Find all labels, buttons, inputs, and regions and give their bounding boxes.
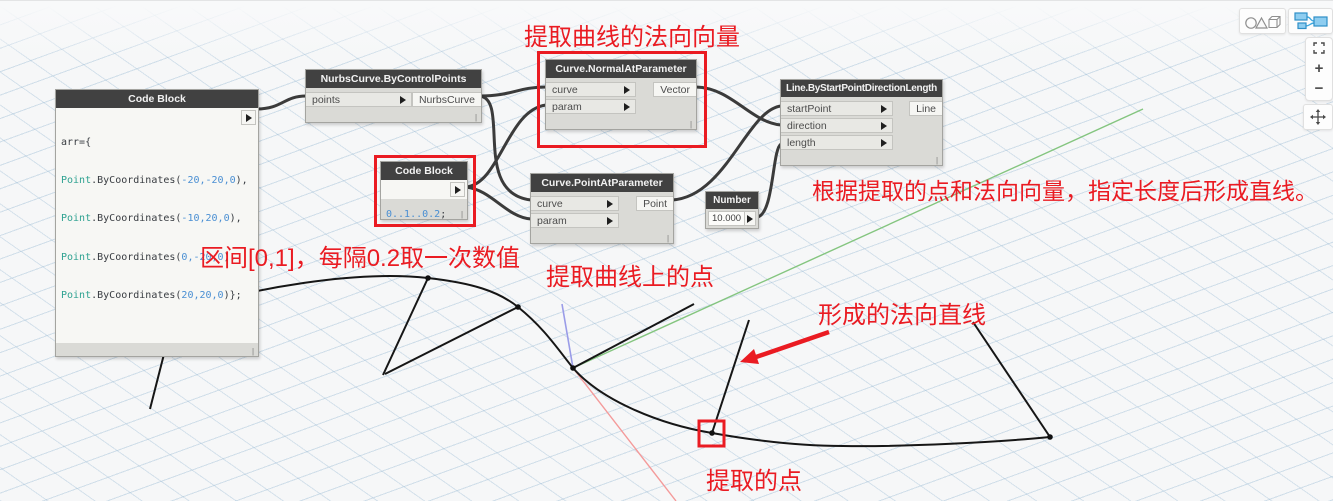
node-title: Line.ByStartPointDirectionLength: [781, 80, 942, 97]
port-chevron-icon: [607, 199, 613, 208]
node-title: NurbsCurve.ByControlPoints: [306, 70, 481, 88]
annotation-arrow-head: [740, 349, 759, 364]
annotation-extracted-point: 提取的点: [706, 468, 802, 495]
output-port[interactable]: [745, 211, 756, 226]
zoom-out-button[interactable]: −: [1314, 79, 1324, 97]
wire-codeblock2-to-point-param[interactable]: [464, 185, 533, 221]
annotation-line-rule: 根据提取的点和法向向量，指定长度后形成直线。: [812, 178, 1318, 204]
zoom-in-button[interactable]: +: [1314, 59, 1324, 77]
node-curve-pointatparameter[interactable]: Curve.PointAtParameter curve Point param…: [530, 173, 674, 244]
lacing-indicator: |: [689, 120, 692, 129]
normal-line-2: [384, 306, 519, 375]
input-port-length[interactable]: length: [781, 135, 893, 150]
node-graph-icon: [1293, 12, 1328, 30]
output-port[interactable]: [241, 110, 256, 125]
wire-nurbs-to-normal-curve[interactable]: [478, 85, 548, 98]
geometry-shapes-icon: [1244, 15, 1281, 29]
annotation-normal-vector: 提取曲线的法向向量: [524, 24, 740, 51]
port-chevron-icon: [245, 113, 252, 122]
wire-nurbs-to-point-curve[interactable]: [478, 94, 533, 202]
pan-button[interactable]: [1303, 104, 1333, 130]
normal-lines-preview: [149, 277, 1051, 438]
lacing-indicator: |: [460, 210, 463, 219]
node-line-bystartpointdirectionlength[interactable]: Line.ByStartPointDirectionLength startPo…: [780, 79, 943, 166]
input-port-curve[interactable]: curve: [531, 196, 619, 211]
node-title: Curve.NormalAtParameter: [546, 60, 696, 78]
annotation-normal-line: 形成的法向直线: [818, 302, 986, 329]
node-title: Number: [706, 192, 758, 209]
normal-line-3: [572, 303, 695, 369]
code-line: 0..1..0.2;: [386, 208, 447, 220]
wire-codeblock2-to-normal-param[interactable]: [464, 103, 548, 189]
normal-line-1: [382, 277, 429, 376]
output-port-vector[interactable]: Vector: [653, 82, 696, 97]
port-chevron-icon: [624, 102, 630, 111]
node-title: Code Block: [381, 162, 467, 180]
graph-view-button[interactable]: [1288, 8, 1333, 34]
node-code-block-1[interactable]: Code Block arr={ Point.ByCoordinates(-20…: [55, 89, 259, 358]
node-curve-normalatparameter[interactable]: Curve.NormalAtParameter curve Vector par…: [545, 59, 697, 130]
expand-corners-icon: [1313, 42, 1325, 54]
zoom-fit-button[interactable]: [1307, 38, 1331, 58]
nurbs-curve-preview: [174, 275, 1051, 448]
node-code-block-2[interactable]: Code Block 0..1..0.2; |: [380, 161, 468, 220]
input-port-direction[interactable]: direction: [781, 118, 893, 133]
node-title: Curve.PointAtParameter: [531, 174, 673, 192]
viewport-zoom-panel: + −: [1305, 37, 1333, 101]
axis-y-green: [572, 108, 1144, 369]
lacing-indicator: |: [666, 234, 669, 243]
port-chevron-icon: [399, 95, 406, 104]
lacing-indicator: |: [251, 347, 254, 357]
code-line: Point.ByCoordinates(-10,20,0),: [61, 213, 242, 225]
normal-line-5: [972, 321, 1051, 438]
code-line: Point.ByCoordinates(-20,-20,0),: [61, 174, 248, 186]
code-editor[interactable]: 0..1..0.2;: [381, 180, 467, 220]
wire-point-to-startpoint[interactable]: [670, 104, 783, 202]
pan-arrows-icon: [1310, 109, 1326, 125]
lacing-indicator: |: [935, 156, 938, 165]
annotation-arrow-shaft: [755, 329, 830, 360]
input-port-points[interactable]: points: [306, 92, 412, 107]
node-number[interactable]: Number 10.000: [705, 191, 759, 229]
input-port-param[interactable]: param: [546, 99, 636, 114]
port-chevron-icon: [624, 85, 630, 94]
annotation-interval: 区间[0,1]，每隔0.2取一次数值: [200, 245, 521, 272]
port-chevron-icon: [747, 214, 754, 223]
geometry-view-button[interactable]: [1239, 8, 1286, 34]
input-port-param[interactable]: param: [531, 213, 619, 228]
output-port-point[interactable]: Point: [636, 196, 673, 211]
code-editor[interactable]: arr={ Point.ByCoordinates(-20,-20,0), Po…: [56, 108, 258, 344]
input-port-startpoint[interactable]: startPoint: [781, 101, 893, 116]
output-port[interactable]: [450, 182, 465, 197]
output-port-nurbscurve[interactable]: NurbsCurve: [411, 92, 481, 107]
lacing-indicator: |: [474, 113, 477, 122]
output-port-line[interactable]: Line: [909, 101, 942, 116]
normal-line-4: [711, 319, 750, 434]
extracted-point-highlight-box: [697, 419, 726, 448]
wire-number-to-length[interactable]: [755, 142, 783, 219]
port-chevron-icon: [881, 138, 887, 147]
axis-x-red: [572, 367, 677, 501]
code-line: Point.ByCoordinates(20,20,0)};: [61, 290, 242, 302]
port-chevron-icon: [881, 104, 887, 113]
port-chevron-icon: [607, 216, 613, 225]
node-nurbscurve-bycontrolpoints[interactable]: NurbsCurve.ByControlPoints points NurbsC…: [305, 69, 482, 123]
wire-vector-to-direction[interactable]: [694, 85, 783, 127]
annotation-point-on-curve: 提取曲线上的点: [546, 264, 714, 291]
node-title: Code Block: [56, 90, 258, 108]
port-chevron-icon: [881, 121, 887, 130]
axis-z-blue: [561, 303, 574, 369]
input-port-curve[interactable]: curve: [546, 82, 636, 97]
code-line: Point.ByCoordinates(0,-20,0),: [61, 251, 236, 263]
code-line: arr={: [61, 136, 92, 148]
wire-codeblock1-to-points[interactable]: [255, 94, 308, 111]
port-chevron-icon: [454, 185, 461, 194]
number-value-field[interactable]: 10.000: [708, 211, 746, 226]
